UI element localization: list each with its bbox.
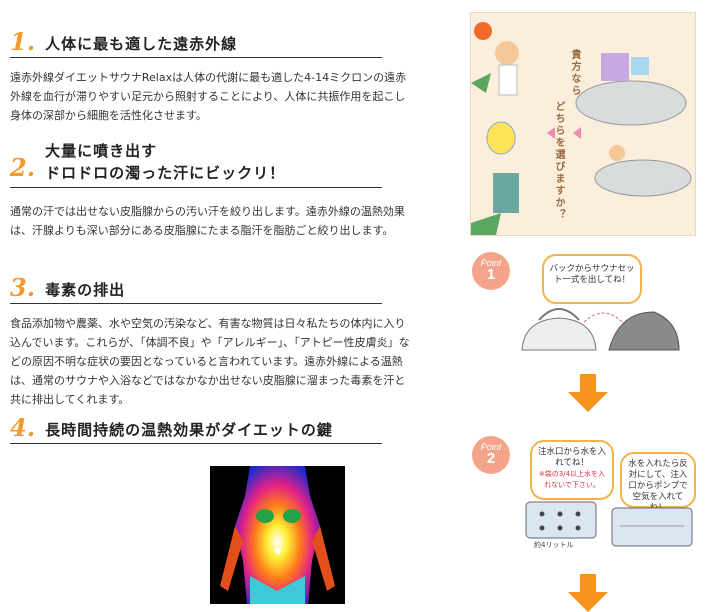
section-body: 通常の汗では出せない皮脂腺からの汚い汗を絞り出します。遠赤外線の温熱効果は、汗腺…	[10, 205, 405, 237]
section-2-heading: 2. 大量に噴き出す ドロドロの濁った汗にビックリ！	[10, 140, 382, 188]
section-body: 食品添加物や農薬、水や空気の汚染など、有害な物質は日々私たちの体内に入り込んでい…	[10, 317, 410, 406]
section-number: 4.	[10, 413, 36, 442]
point-label: Point	[480, 258, 502, 268]
section-title: 人体に最も適した遠赤外線	[45, 35, 238, 53]
pad-caption: 約4リットル	[534, 541, 574, 549]
bubble-note: ※袋の3/4以上水を入れないで下さい。	[538, 470, 606, 489]
point-number: 1	[486, 266, 496, 283]
point-1-bubble: バックからサウナセット一式を出してね！	[542, 254, 642, 304]
section-title: 長時間持続の温熱効果がダイエットの鍵	[45, 421, 333, 439]
point-2-bubble-flip: 水を入れたら反対にして、注入口からポンプで空気を入れてね！	[620, 452, 696, 513]
section-title: 毒素の排出	[45, 281, 126, 299]
section-3-heading: 3. 毒素の排出	[10, 276, 382, 304]
section-1: 1. 人体に最も適した遠赤外線 遠赤外線ダイエットサウナRelaxは人体の代謝に…	[10, 30, 415, 125]
bag-and-tent-illustration	[521, 308, 680, 351]
point-label: Point	[480, 442, 502, 452]
section-1-heading: 1. 人体に最も適した遠赤外線	[10, 30, 382, 58]
section-number: 2.	[10, 153, 36, 182]
comparison-illustration-graphic	[471, 13, 695, 235]
section-title-line-2: ドロドロの濁った汗にビックリ！	[45, 164, 286, 182]
point-1-badge: Point 1	[472, 252, 510, 290]
water-pad-illustration	[525, 501, 693, 547]
section-number: 3.	[10, 273, 36, 302]
point-number: 2	[486, 450, 496, 467]
illustration-text-1: 貴方なら	[569, 49, 580, 97]
section-3: 3. 毒素の排出 食品添加物や農薬、水や空気の汚染など、有害な物質は日々私たちの…	[10, 276, 415, 409]
illustration-text-2: どちらを選びますか？	[553, 101, 564, 221]
section-number: 1.	[10, 27, 36, 56]
comparison-illustration: 貴方なら どちらを選びますか？	[470, 12, 696, 236]
point-2-bubble-fill: 注水口から水を入れてね！ ※袋の3/4以上水を入れないで下さい。	[530, 440, 614, 500]
section-4: 4. 長時間持続の温熱効果がダイエットの鍵	[10, 416, 382, 444]
section-4-heading: 4. 長時間持続の温熱効果がダイエットの鍵	[10, 416, 382, 444]
section-title-line-1: 大量に噴き出す	[45, 142, 158, 160]
side-column: 貴方なら どちらを選びますか？ Point 1 バックからサウナセット一式を出し…	[470, 0, 710, 612]
thermal-body-image	[210, 466, 345, 604]
section-2: 2. 大量に噴き出す ドロドロの濁った汗にビックリ！ 通常の汗では出せない皮脂腺…	[10, 140, 415, 240]
section-body: 遠赤外線ダイエットサウナRelaxは人体の代謝に最も適した4-14ミクロンの遠赤…	[10, 71, 407, 122]
bubble-text: 注水口から水を入れてね！	[537, 447, 606, 468]
point-2-badge: Point 2	[472, 436, 510, 474]
thermal-image-graphic	[210, 466, 345, 604]
